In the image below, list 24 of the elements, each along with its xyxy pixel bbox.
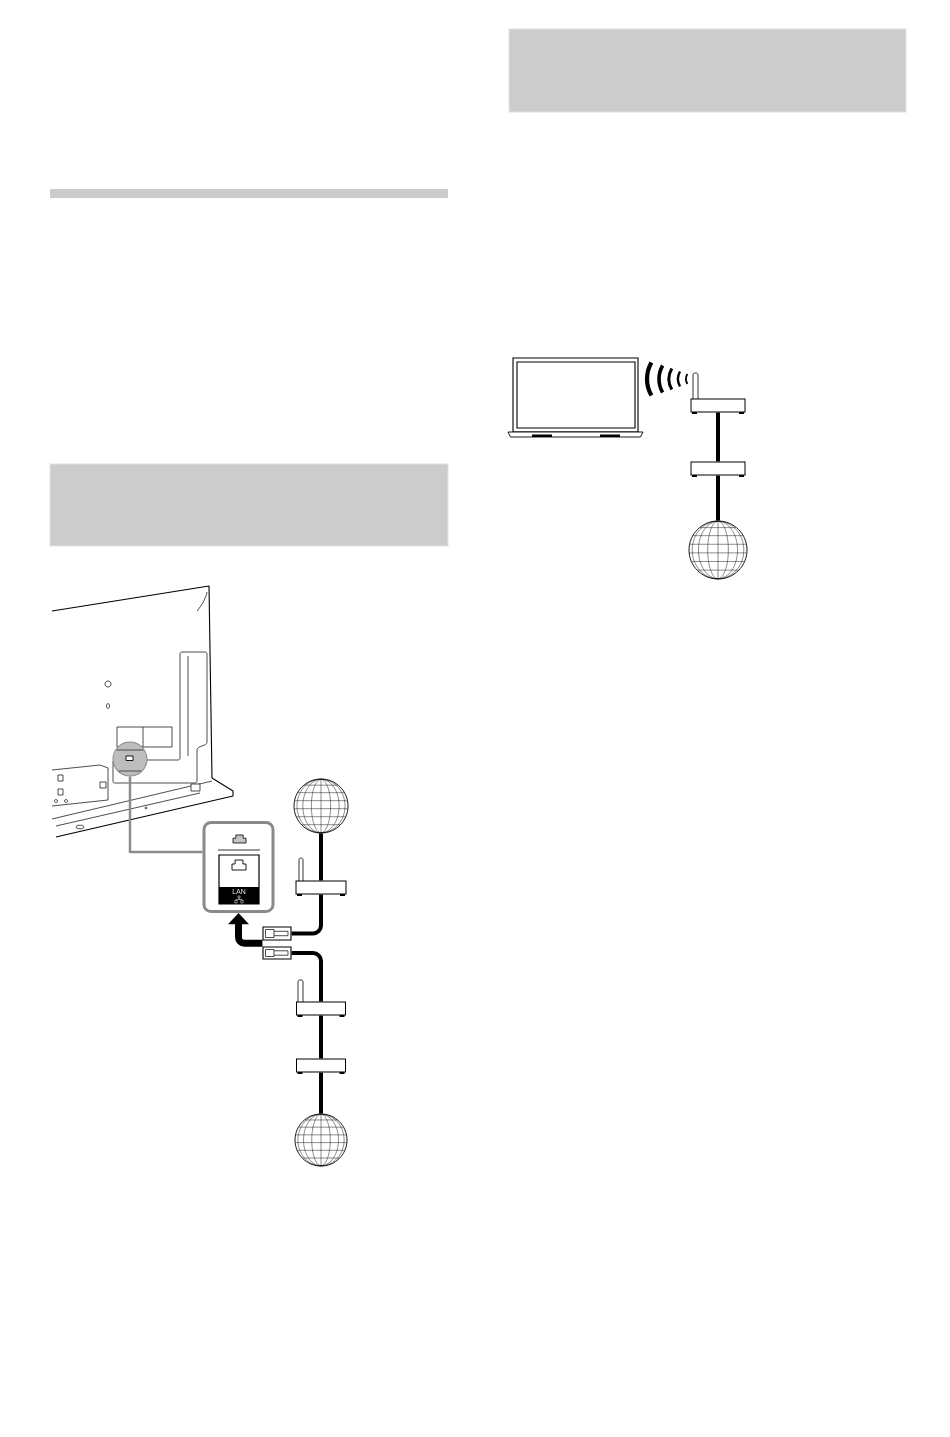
cable [319,1015,323,1059]
globe-icon [294,1113,348,1167]
cable [291,894,323,936]
cable [716,412,720,462]
globe-icon [688,520,748,580]
cable [291,951,323,1002]
globe-icon [293,778,349,834]
arrow [228,913,263,947]
cable [319,833,323,881]
cable [319,1072,323,1114]
leader-line [128,776,203,854]
lan-plug [262,926,292,941]
modem-box [690,461,746,477]
lan-plug [262,946,292,960]
highlight-circle [112,741,148,777]
router-box [296,979,346,1017]
heading-band [49,463,449,547]
heading-band [508,28,907,113]
tv-drawing [51,585,234,838]
modem-box [296,1058,346,1074]
router-box [295,857,347,896]
router-box [690,372,746,414]
cable [716,475,720,521]
tv-drawing [507,357,644,438]
